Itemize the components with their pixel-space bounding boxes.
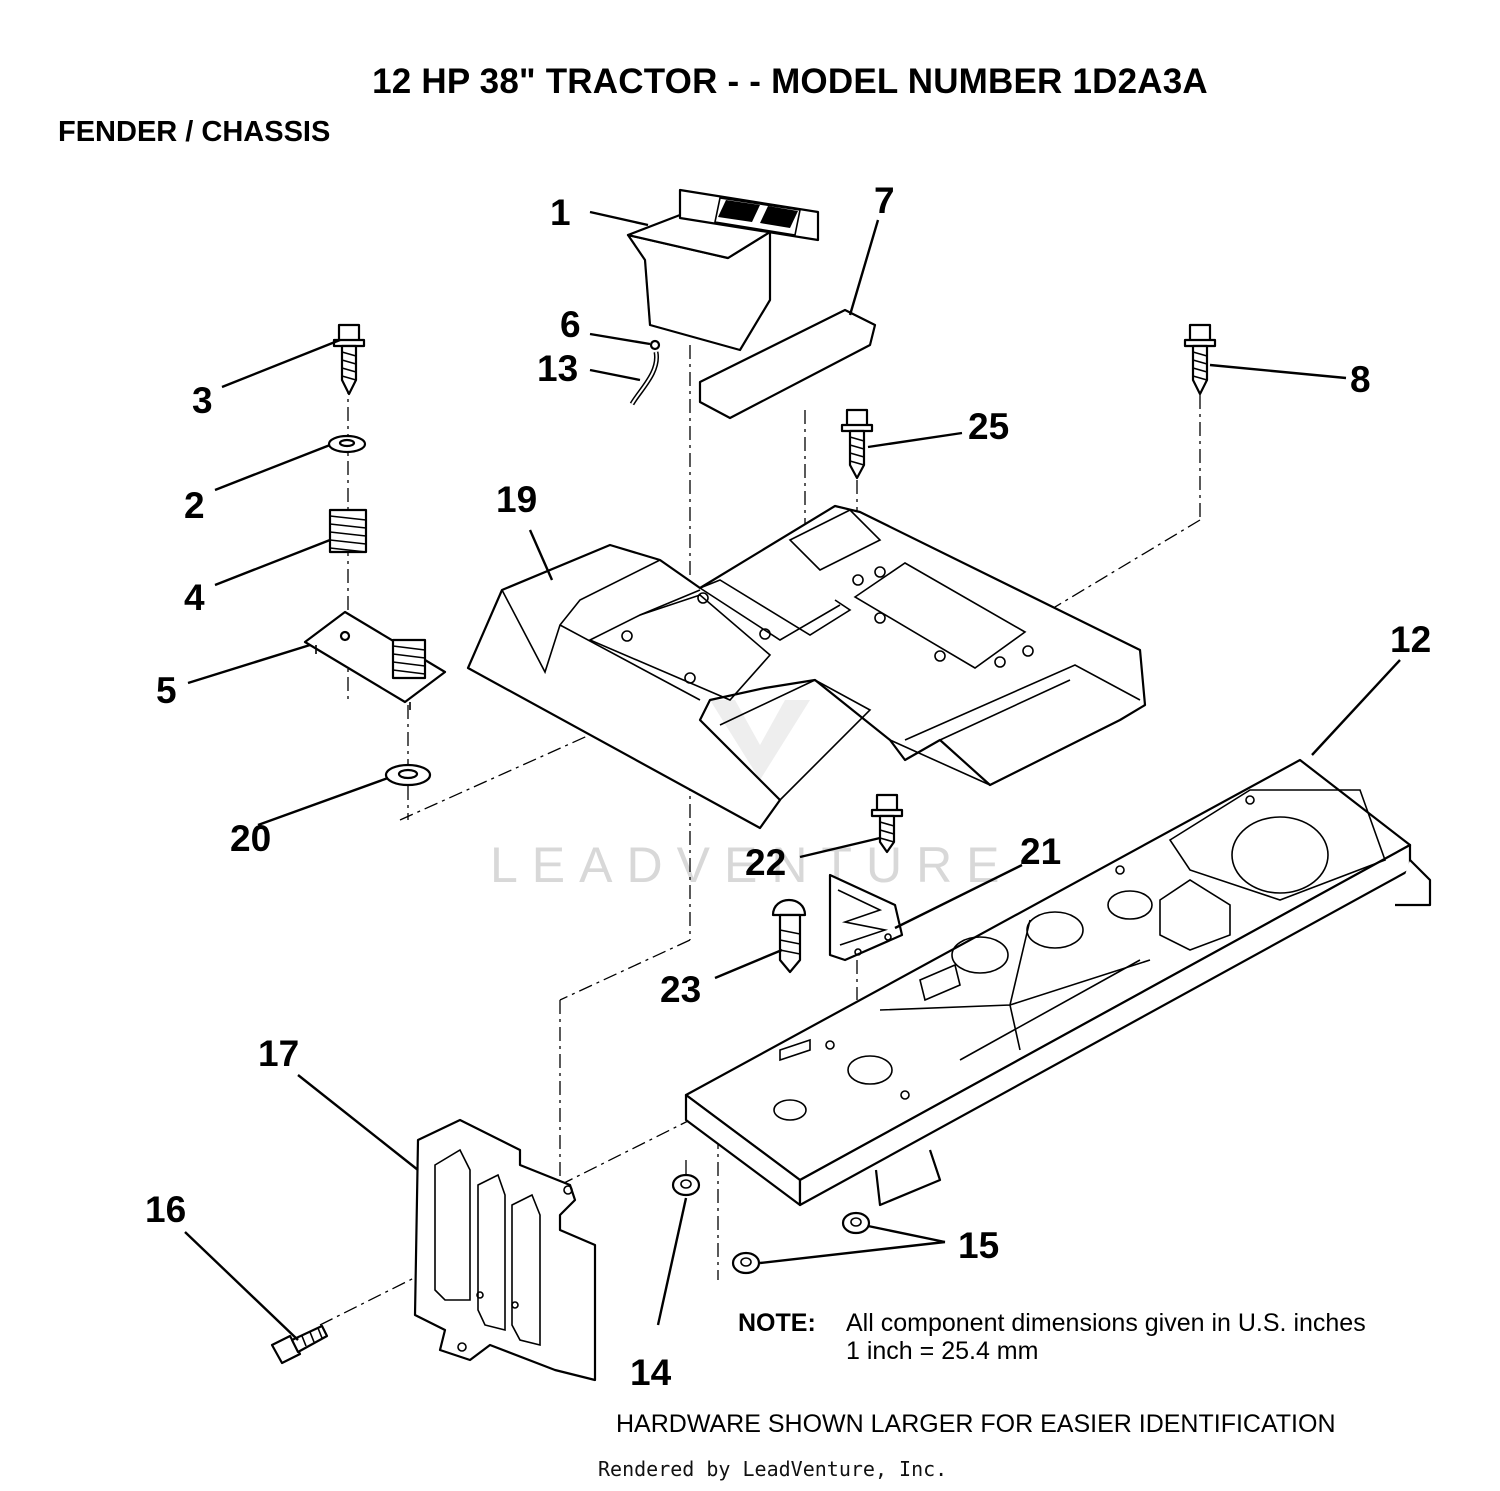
- callout-6: 6: [560, 304, 581, 345]
- note-line-2: 1 inch = 25.4 mm: [846, 1337, 1039, 1365]
- part-6-rivet: [649, 339, 661, 351]
- callout-20: 20: [230, 818, 271, 859]
- callout-19: 19: [496, 479, 537, 520]
- callout-12: 12: [1390, 619, 1431, 660]
- callout-8: 8: [1350, 359, 1371, 400]
- part-7-decal: [698, 308, 877, 420]
- part-8-bolt: [1183, 323, 1217, 396]
- callout-14: 14: [630, 1352, 672, 1393]
- section-title: FENDER / CHASSIS: [58, 116, 331, 148]
- part-15-nuts: [731, 1211, 871, 1275]
- diagram-title: 12 HP 38" TRACTOR - - MODEL NUMBER 1D2A3…: [372, 62, 1208, 101]
- part-16-bolt: [270, 1324, 329, 1365]
- callout-23: 23: [660, 969, 701, 1010]
- hardware-note: HARDWARE SHOWN LARGER FOR EASIER IDENTIF…: [616, 1410, 1336, 1438]
- part-13-hose: [629, 351, 659, 406]
- callout-4: 4: [184, 577, 205, 618]
- callout-5: 5: [156, 670, 177, 711]
- watermark-logo: [710, 700, 810, 780]
- part-17-panel: [413, 1118, 597, 1382]
- callout-16: 16: [145, 1189, 186, 1230]
- callout-17: 17: [258, 1033, 299, 1074]
- part-19-fender: [466, 504, 1147, 830]
- part-20-washer: [384, 763, 432, 787]
- callout-22: 22: [745, 842, 786, 883]
- callout-15: 15: [958, 1225, 999, 1266]
- part-2-washer: [327, 434, 367, 454]
- note-label: NOTE:: [738, 1309, 816, 1337]
- rendered-by-credit: Rendered by LeadVenture, Inc.: [598, 1457, 948, 1481]
- part-22-bolt: [870, 793, 904, 854]
- callout-21: 21: [1020, 831, 1061, 872]
- part-3-bolt: [332, 323, 366, 396]
- part-12-chassis-frame: [684, 758, 1432, 1207]
- callout-1: 1: [550, 192, 571, 233]
- watermark-text: LEADVENTURE: [490, 837, 1014, 893]
- part-4-spring: [328, 508, 368, 554]
- note-line-1: All component dimensions given in U.S. i…: [846, 1309, 1366, 1337]
- callout-2: 2: [184, 485, 205, 526]
- part-1-toolbox: [626, 188, 820, 352]
- callout-13: 13: [537, 348, 578, 389]
- part-25-bolt: [840, 408, 874, 480]
- callouts: 1 7 6 13 3 2 4 5 20 8 25 19 12 22 21 23 …: [145, 180, 1431, 1393]
- leader-lines: [184, 210, 1401, 1341]
- part-5-mounting-plate: [303, 610, 447, 710]
- callout-25: 25: [968, 406, 1009, 447]
- callout-3: 3: [192, 380, 213, 421]
- callout-7: 7: [874, 180, 895, 221]
- part-14-nut: [671, 1173, 701, 1197]
- part-23-carriage-bolt: [771, 899, 807, 974]
- part-21-bracket: [828, 873, 904, 962]
